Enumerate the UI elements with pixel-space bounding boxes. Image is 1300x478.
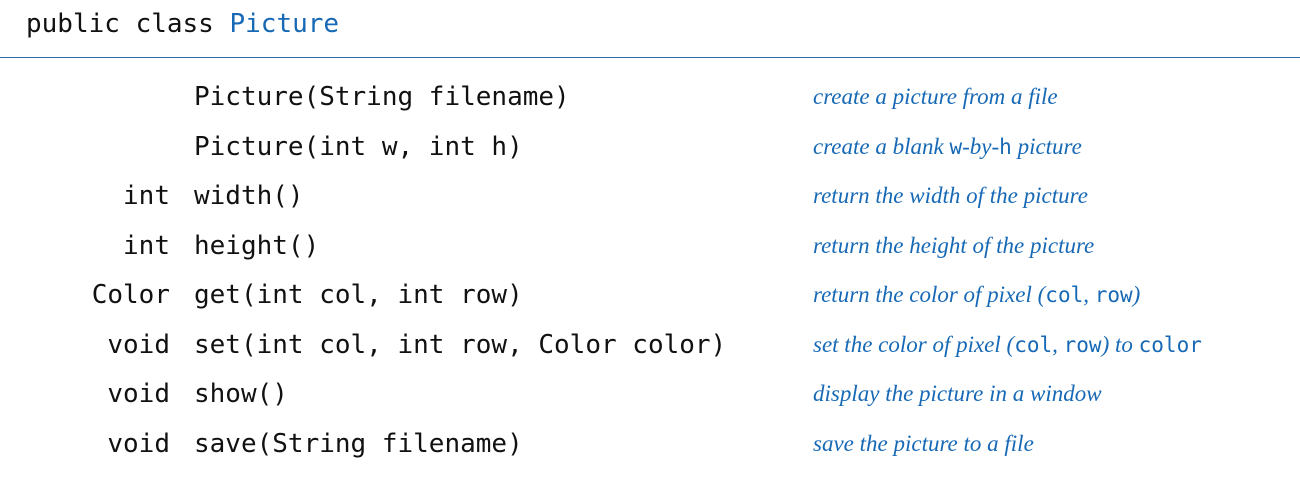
- method-signature: width(): [194, 181, 304, 211]
- method-signature: show(): [194, 379, 288, 409]
- method-signature: get(int col, int row): [194, 280, 523, 310]
- method-signature: set(int col, int row, Color color): [194, 329, 727, 360]
- class-header: public class Picture: [26, 4, 339, 44]
- api-row: Picture(String filename) create a pictur…: [0, 73, 1300, 123]
- api-row: int height() return the height of the pi…: [0, 222, 1300, 272]
- inline-code: col: [1014, 332, 1053, 357]
- method-description: create a blank w-by-h picture: [813, 133, 1082, 159]
- method-description: set the color of pixel (col, row) to col…: [813, 331, 1202, 357]
- return-type: void: [107, 379, 170, 409]
- api-row: void save(String filename) save the pict…: [0, 420, 1300, 470]
- inline-code: color: [1138, 332, 1202, 357]
- method-description: save the picture to a file: [813, 430, 1034, 456]
- class-declaration-prefix: public class: [26, 9, 230, 39]
- header-divider: [0, 57, 1300, 58]
- api-row: Color get(int col, int row) return the c…: [0, 271, 1300, 321]
- inline-code: row: [1063, 332, 1102, 357]
- api-row: int width() return the width of the pict…: [0, 172, 1300, 222]
- method-signature: height(): [194, 230, 320, 261]
- method-signature: Picture(int w, int h): [194, 131, 523, 162]
- return-type: Color: [91, 280, 170, 310]
- return-type: int: [123, 230, 170, 261]
- inline-code: col: [1045, 283, 1084, 307]
- return-type: void: [107, 329, 170, 360]
- class-name: Picture: [229, 9, 340, 39]
- return-type: int: [123, 181, 170, 211]
- method-description: return the color of pixel (col, row): [813, 282, 1141, 307]
- api-row: void set(int col, int row, Color color) …: [0, 321, 1300, 371]
- api-row: Picture(int w, int h) create a blank w-b…: [0, 123, 1300, 173]
- method-signature: Picture(String filename): [194, 82, 570, 112]
- method-signature: save(String filename): [194, 428, 523, 459]
- api-row: void show() display the picture in a win…: [0, 370, 1300, 420]
- method-description: return the height of the picture: [813, 232, 1095, 258]
- inline-code: row: [1094, 283, 1133, 307]
- method-description: return the width of the picture: [813, 183, 1088, 208]
- inline-code: w: [949, 134, 963, 159]
- api-method-table: Picture(String filename) create a pictur…: [0, 73, 1300, 469]
- return-type: void: [107, 428, 170, 459]
- method-description: display the picture in a window: [813, 381, 1102, 406]
- method-description: create a picture from a file: [813, 84, 1058, 109]
- inline-code: h: [999, 134, 1012, 159]
